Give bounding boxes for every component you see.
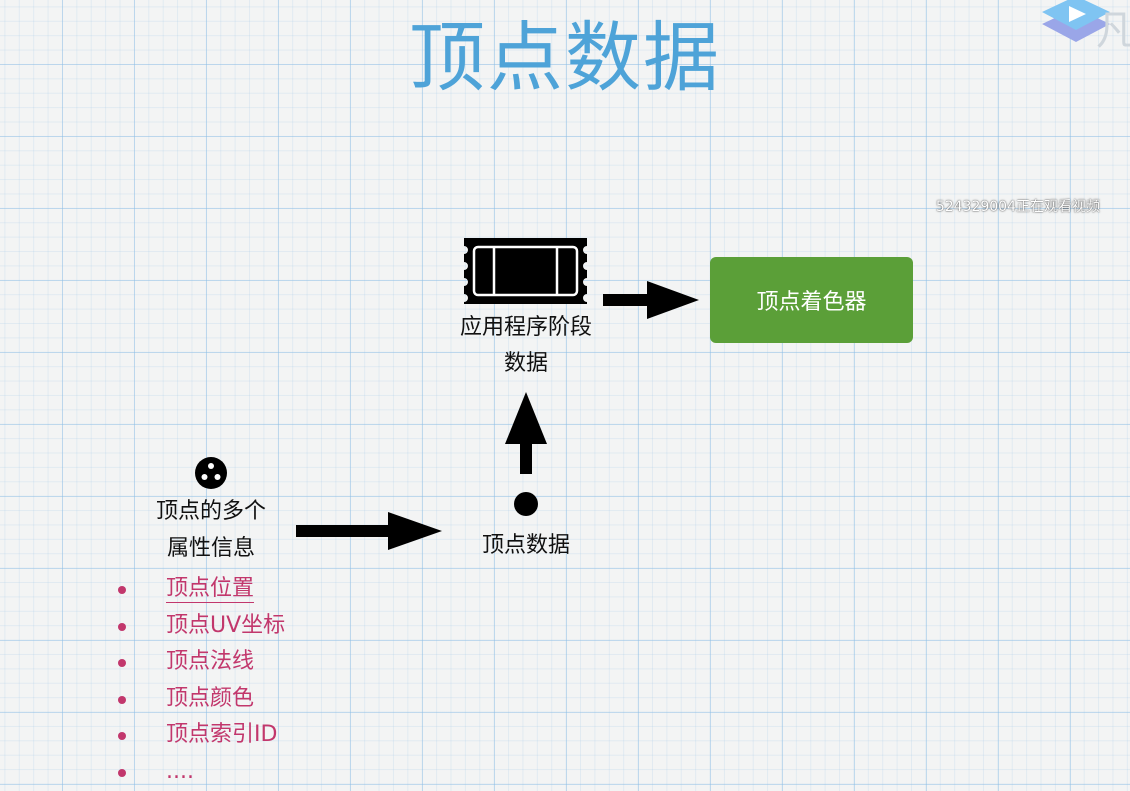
attribute-more: .... xyxy=(166,759,194,784)
corner-character: 凡 xyxy=(1096,0,1130,56)
viewer-watermark: 524329004正在观看视频 xyxy=(936,196,1100,216)
attribute-position: 顶点位置 xyxy=(166,576,254,603)
arrow-right-icon xyxy=(296,511,442,551)
bullet-icon xyxy=(118,732,126,740)
bullet-icon xyxy=(118,769,126,777)
vertex-shader-box: 顶点着色器 xyxy=(710,257,913,343)
arrow-up-icon xyxy=(505,392,547,474)
list-item: 顶点法线 xyxy=(112,645,285,682)
bullet-icon xyxy=(118,696,126,704)
app-stage-label-line2: 数据 xyxy=(426,346,626,382)
attributes-label-line2: 属性信息 xyxy=(126,531,296,567)
dots-circle-icon xyxy=(194,456,228,490)
attribute-list: 顶点位置 顶点UV坐标 顶点法线 顶点颜色 顶点索引ID .... xyxy=(112,572,285,791)
list-item: 顶点颜色 xyxy=(112,682,285,719)
bullet-icon xyxy=(118,659,126,667)
vertex-shader-label: 顶点着色器 xyxy=(756,284,866,316)
app-stage-label-line1: 应用程序阶段 xyxy=(426,310,626,346)
ticket-icon xyxy=(458,236,593,306)
attribute-index-id: 顶点索引ID xyxy=(166,722,277,747)
vertex-data-label: 顶点数据 xyxy=(446,528,606,564)
attribute-normal: 顶点法线 xyxy=(166,649,254,674)
list-item: 顶点UV坐标 xyxy=(112,609,285,646)
attribute-uv: 顶点UV坐标 xyxy=(166,613,285,638)
list-item: 顶点位置 xyxy=(112,572,285,609)
dot-icon xyxy=(514,492,538,516)
arrow-right-icon xyxy=(603,280,699,320)
attributes-label-line1: 顶点的多个 xyxy=(126,494,296,530)
bullet-icon xyxy=(118,586,126,594)
list-item: 顶点索引ID xyxy=(112,718,285,755)
bullet-icon xyxy=(118,623,126,631)
slide-title: 顶点数据 xyxy=(0,8,1130,108)
attribute-color: 顶点颜色 xyxy=(166,686,254,711)
